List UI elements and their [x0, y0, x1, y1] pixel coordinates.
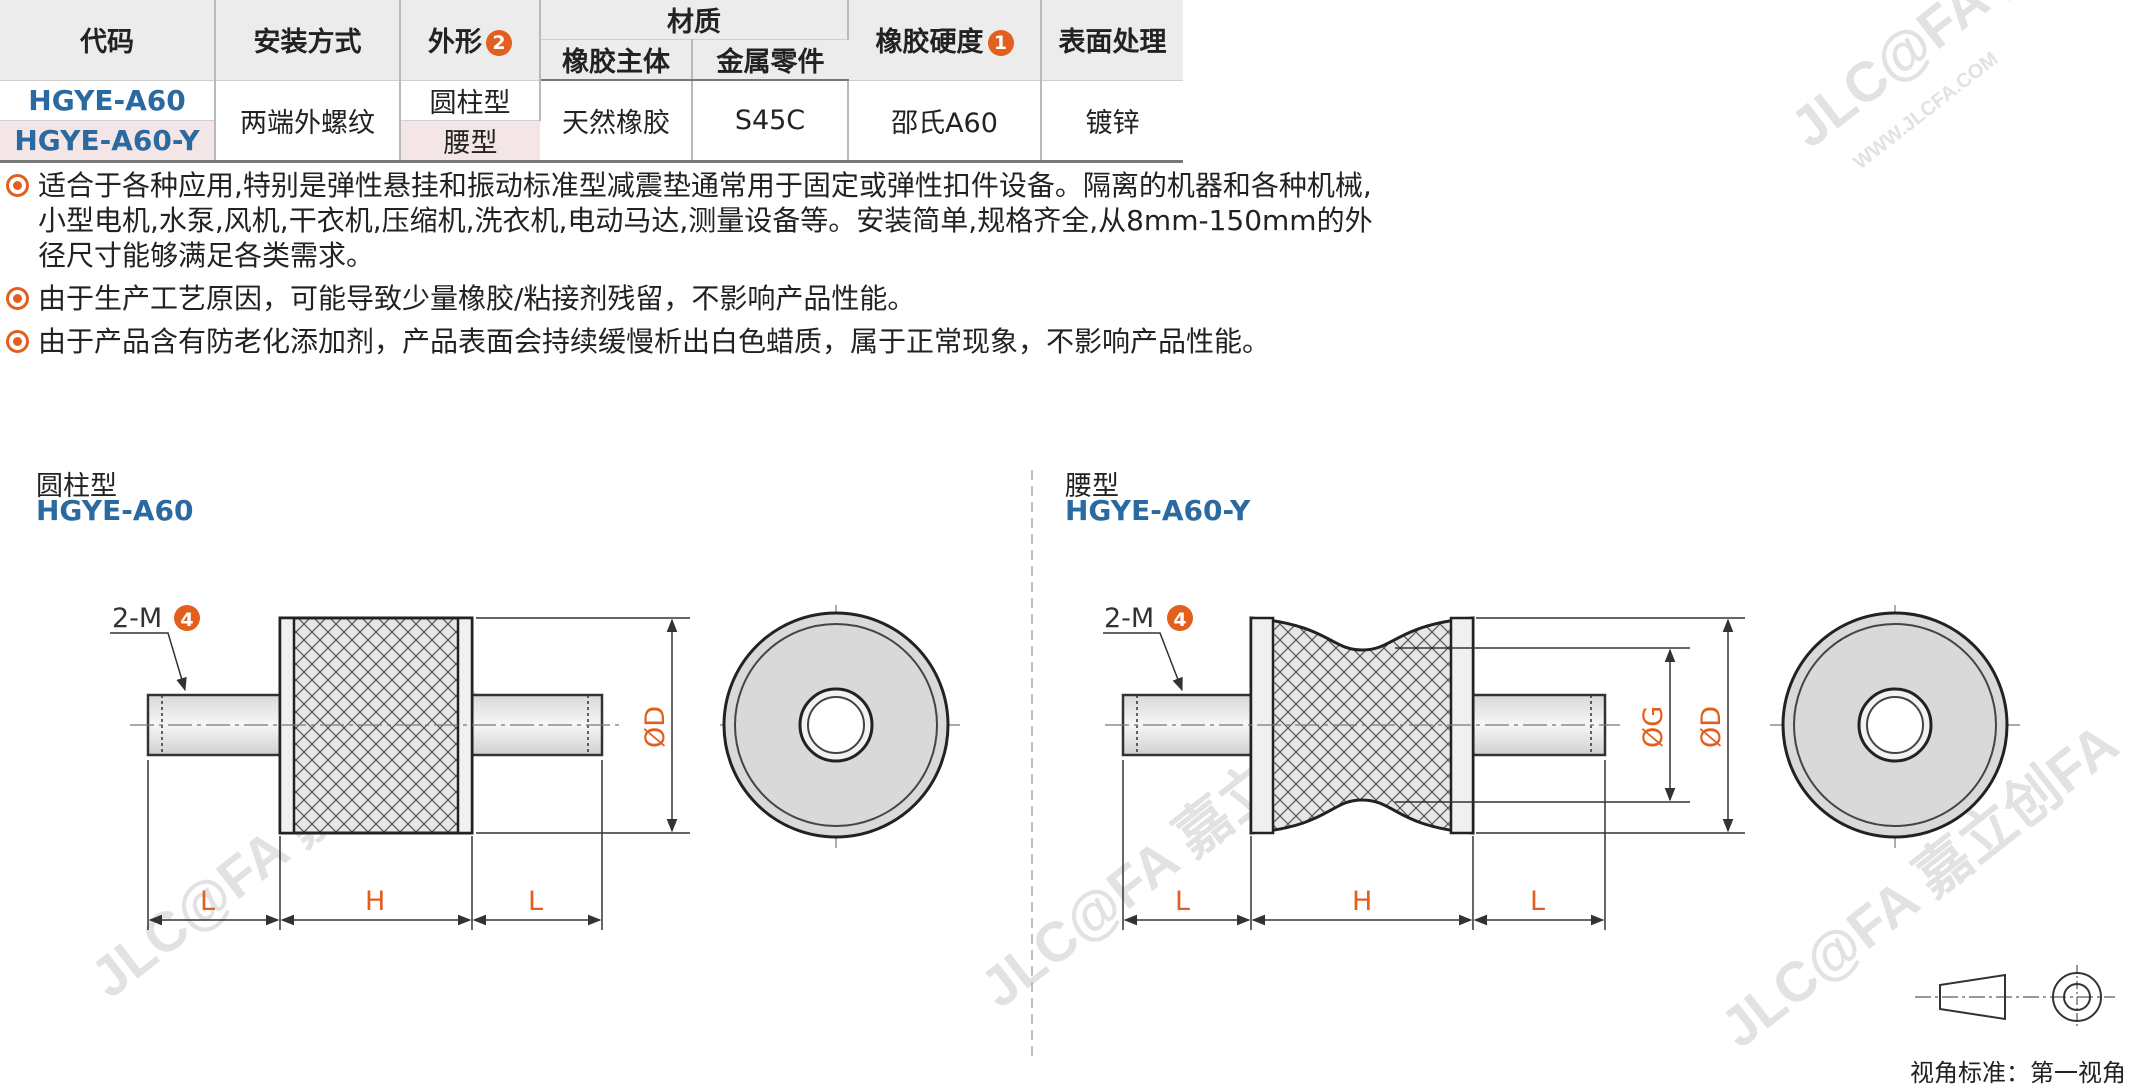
cylinder-end-view [720, 605, 960, 848]
notes-list: 适合于各种应用,特别是弹性悬挂和振动标准型减震垫通常用于固定或弹性扣件设备。隔离… [6, 168, 1386, 367]
header-material: 材质 [540, 0, 849, 40]
cylinder-dimensions [110, 617, 690, 930]
dim-H: H [365, 886, 385, 917]
dim-D: ØD [640, 706, 671, 748]
metal-parts-cell: S45C [692, 80, 849, 163]
right-view-code: HGYE-A60-Y [1065, 494, 1251, 527]
badge-number: 4 [1173, 609, 1186, 631]
left-view-title: 圆柱型 [36, 471, 117, 502]
dim-H: H [1352, 886, 1372, 917]
header-surface: 表面处理 [1041, 0, 1183, 81]
dim-L-right: L [528, 886, 543, 917]
header-hardness-label: 橡胶硬度 [875, 27, 984, 59]
shape-cell: 圆柱型 [400, 80, 541, 121]
hardness-cell: 邵氏A60 [848, 80, 1042, 163]
badge-number: 4 [180, 609, 193, 631]
header-metal-parts: 金属零件 [692, 39, 848, 81]
bullet-icon [6, 174, 29, 197]
note-item: 由于生产工艺原因，可能导致少量橡胶/粘接剂残留，不影响产品性能。 [6, 281, 1386, 316]
thread-callout-left: 2-M 4 [112, 603, 200, 634]
note-badge-1: 1 [987, 30, 1014, 57]
dim-G: ØG [1638, 706, 1669, 748]
header-code: 代码 [0, 0, 216, 81]
projection-standard-label: 视角标准：第一视角 [1910, 1059, 2126, 1087]
header-shape-label: 外形 [428, 27, 482, 59]
note-item: 由于产品含有防老化添加剂，产品表面会持续缓慢析出白色蜡质，属于正常现象，不影响产… [6, 324, 1386, 359]
dim-D: ØD [1696, 706, 1727, 748]
dim-L-left: L [200, 886, 215, 917]
rubber-body-cell: 天然橡胶 [540, 80, 693, 163]
note-text: 适合于各种应用,特别是弹性悬挂和振动标准型减震垫通常用于固定或弹性扣件设备。隔离… [38, 169, 1373, 272]
thread-callout-right: 2-M 4 [1104, 603, 1193, 634]
table-row: HGYE-A60-Y 腰型 [0, 120, 1183, 163]
shape-cell: 腰型 [400, 120, 540, 163]
note-item: 适合于各种应用,特别是弹性悬挂和振动标准型减震垫通常用于固定或弹性扣件设备。隔离… [6, 168, 1386, 273]
surface-cell: 镀锌 [1041, 80, 1183, 163]
mount-cell: 两端外螺纹 [215, 80, 401, 163]
note-text: 由于生产工艺原因，可能导致少量橡胶/粘接剂残留，不影响产品性能。 [38, 282, 916, 315]
dim-L-left: L [1175, 886, 1190, 917]
left-view-code: HGYE-A60 [36, 494, 194, 527]
code-cell: HGYE-A60 [0, 80, 216, 121]
header-rubber-body: 橡胶主体 [540, 39, 693, 81]
code-cell: HGYE-A60-Y [0, 120, 216, 163]
cylinder-side-view [130, 616, 620, 835]
waist-end-view [1770, 605, 2020, 848]
dim-L-right: L [1530, 886, 1545, 917]
bullet-icon [6, 330, 29, 353]
thread-label: 2-M [1104, 603, 1154, 634]
header-mount: 安装方式 [215, 0, 401, 81]
note-badge-2: 2 [486, 30, 512, 57]
note-badge-4 [1167, 605, 1193, 631]
note-badge-4 [174, 605, 200, 631]
note-text: 由于产品含有防老化添加剂，产品表面会持续缓慢析出白色蜡质，属于正常现象，不影响产… [38, 325, 1271, 358]
watermark: JLC@FA 嘉立创FA WWW.JLCFA.COM JLC@FA 嘉立创FA … [79, 0, 2131, 1059]
first-angle-projection-icon [1915, 965, 2115, 1029]
waist-side-view [1105, 616, 1620, 835]
right-view-title: 腰型 [1065, 471, 1119, 502]
thread-label: 2-M [112, 603, 162, 634]
bullet-icon [6, 287, 29, 310]
table-row: HGYE-A60 两端外螺纹 圆柱型 天然橡胶 S45C 邵氏A60 镀锌 [0, 80, 1183, 163]
waist-dimensions [1103, 617, 1745, 930]
